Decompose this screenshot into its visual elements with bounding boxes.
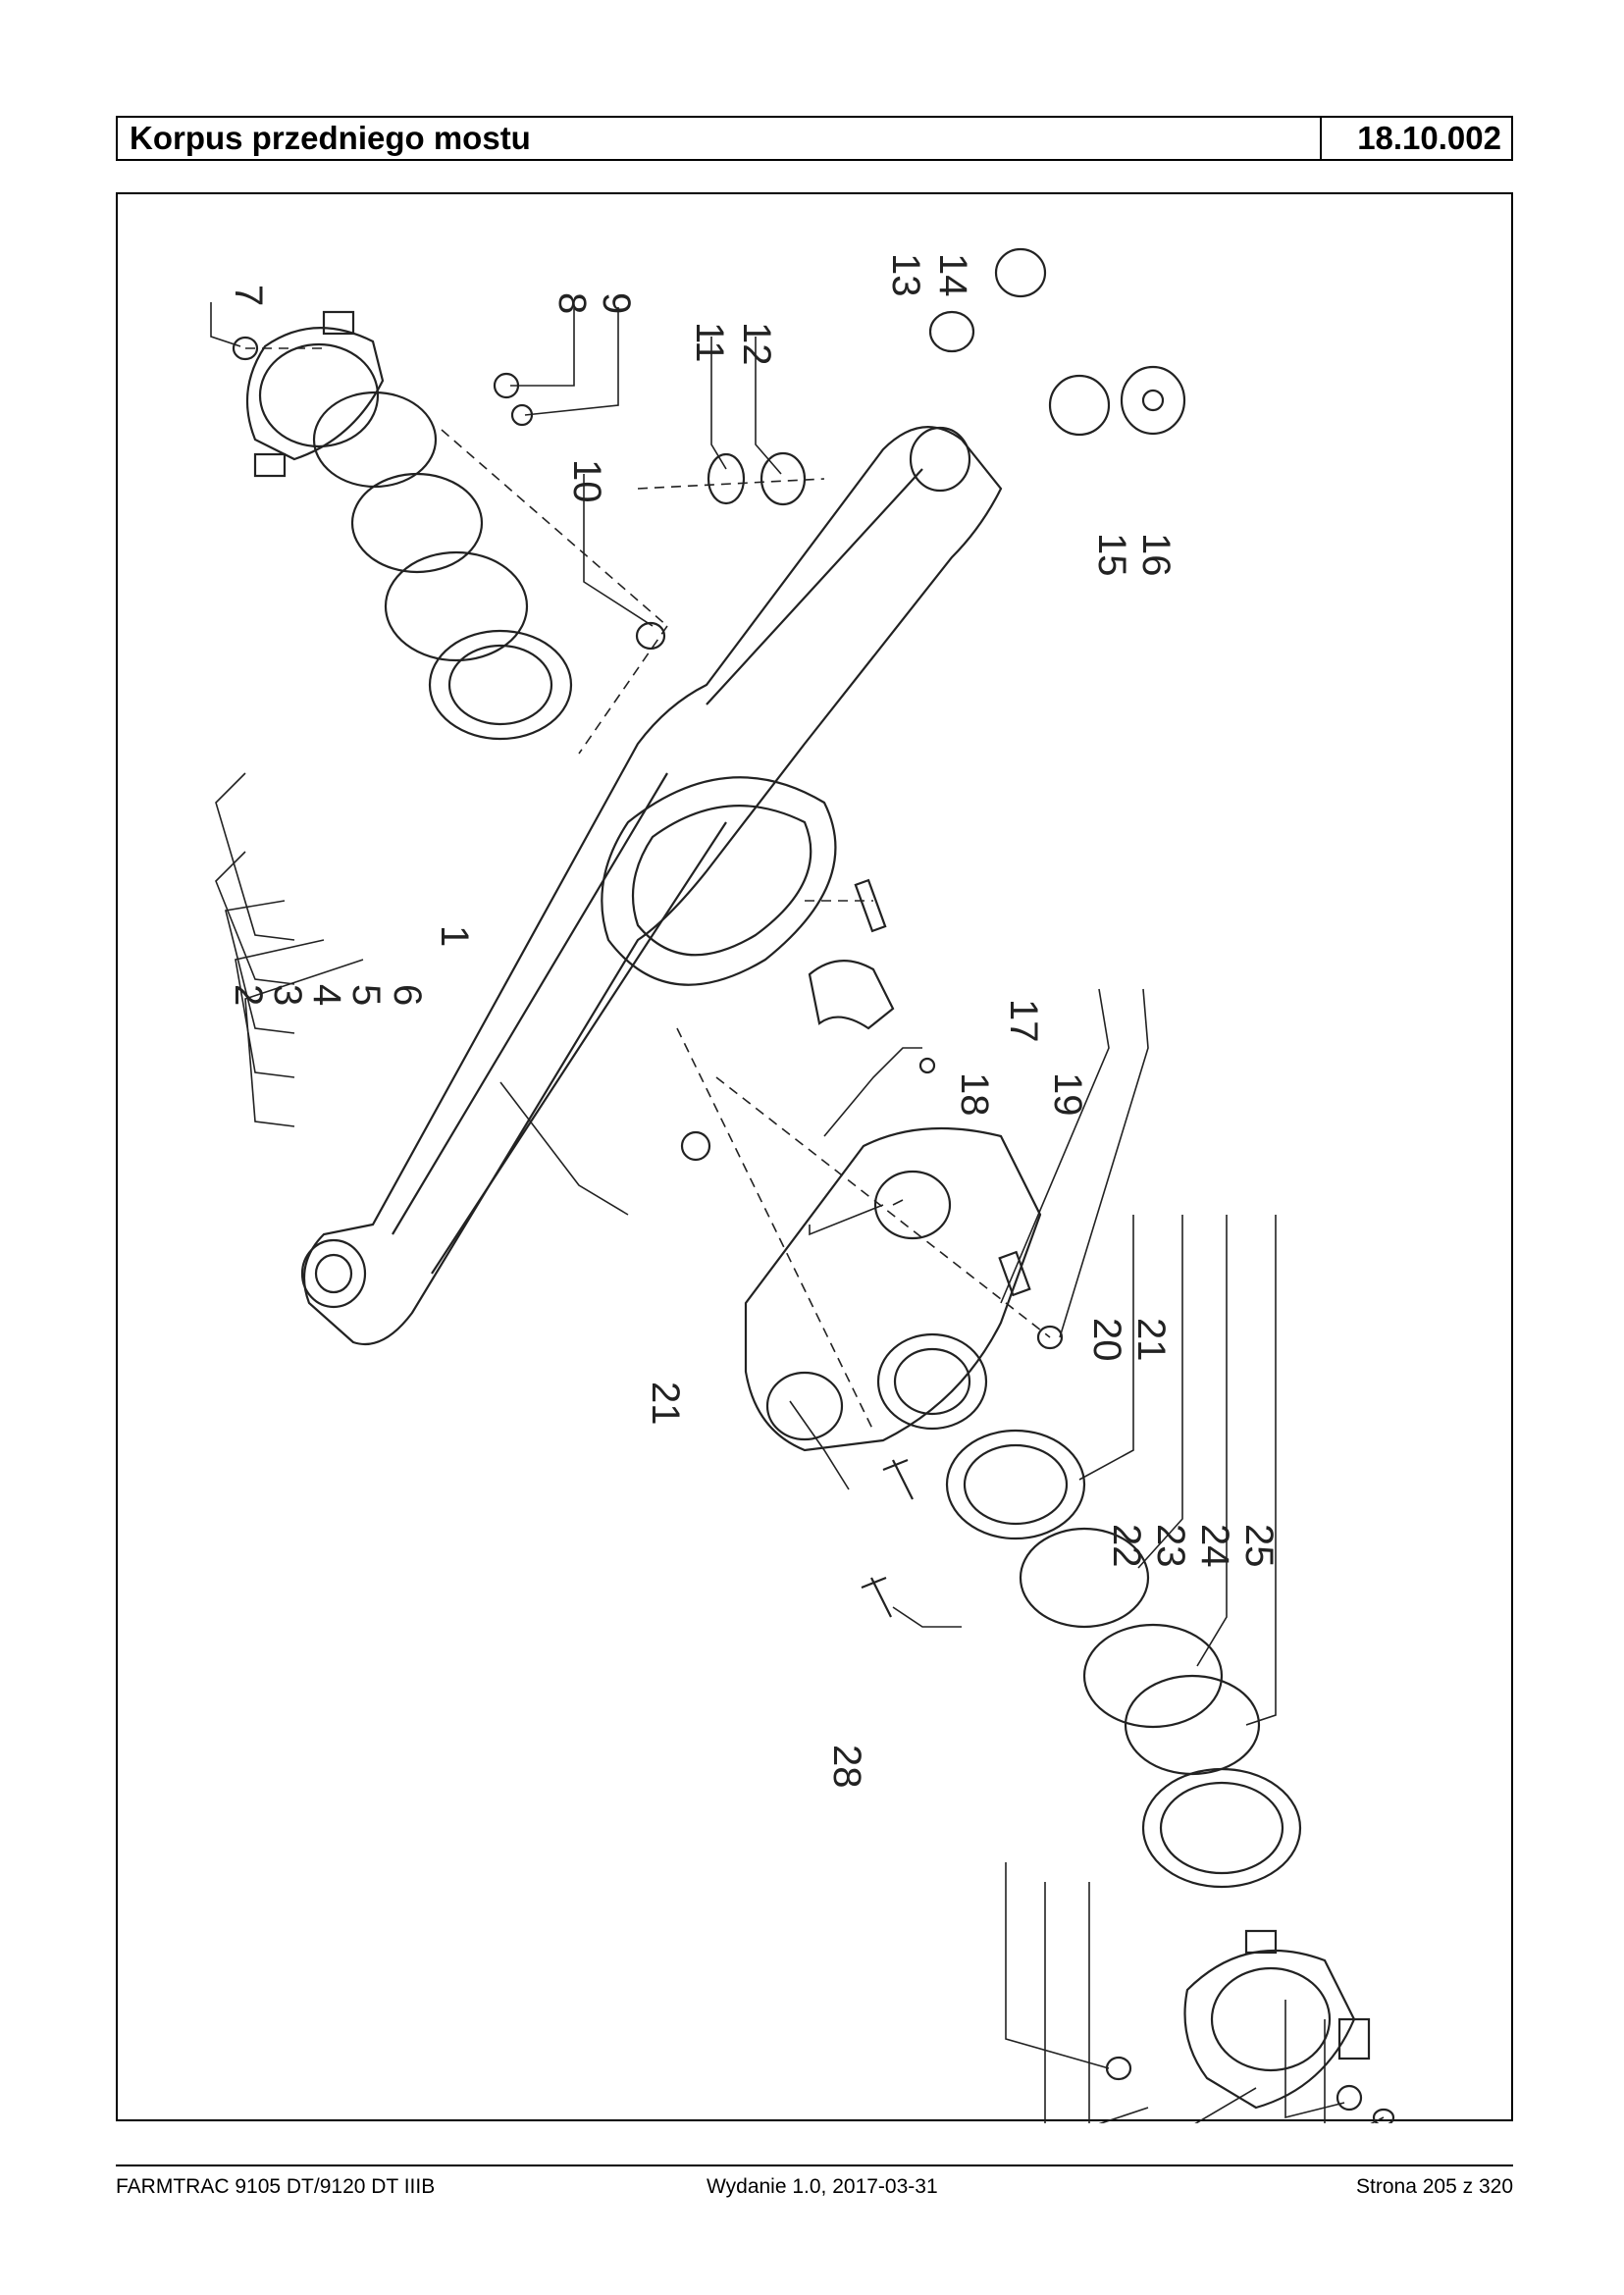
callout-17: 17 (1002, 999, 1045, 1043)
callout-11: 11 (688, 322, 731, 363)
assembly-lines (245, 347, 1051, 1432)
leader-lines (210, 302, 1385, 2123)
callout-20: 20 (1085, 1318, 1128, 1362)
callout-19: 19 (1046, 1072, 1089, 1117)
callout-18: 18 (953, 1072, 996, 1117)
callout-5: 5 (344, 984, 388, 1006)
exploded-diagram: 7 8 9 10 11 12 13 14 15 16 2 3 4 5 6 1 1… (210, 247, 1395, 2123)
callout-14: 14 (931, 253, 974, 297)
callout-10: 10 (565, 459, 608, 503)
page-title: Korpus przedniego mostu (130, 120, 531, 156)
footer-page: Strona 205 z 320 (1356, 2175, 1513, 2198)
exploded-diagram-frame: 7 8 9 10 11 12 13 14 15 16 2 3 4 5 6 1 1… (116, 192, 1513, 2123)
callout-28: 28 (825, 1745, 868, 1789)
diagram-parts (232, 247, 1395, 2123)
callout-6: 6 (386, 984, 429, 1006)
callout-24: 24 (1193, 1524, 1236, 1568)
footer-model: FARMTRAC 9105 DT/9120 DT IIIB (116, 2175, 436, 2198)
callout-7-top: 7 (227, 285, 270, 306)
callout-9-top: 9 (595, 292, 638, 314)
footer-rule (116, 2165, 1513, 2166)
callout-23: 23 (1149, 1524, 1192, 1568)
callout-22: 22 (1105, 1524, 1148, 1568)
page-header: Korpus przedniego mostu 18.10.002 (116, 116, 1513, 161)
callout-16: 16 (1134, 533, 1178, 577)
callout-2: 2 (227, 984, 270, 1006)
callout-12: 12 (735, 322, 778, 366)
callout-1: 1 (433, 925, 476, 947)
callout-3: 3 (266, 984, 309, 1006)
callout-13: 13 (884, 253, 927, 297)
callout-15: 15 (1090, 533, 1133, 577)
callout-25: 25 (1237, 1524, 1281, 1568)
callout-4: 4 (305, 984, 348, 1006)
callout-21-right: 21 (1129, 1318, 1173, 1362)
callout-8-top: 8 (550, 292, 594, 314)
section-code: 18.10.002 (1320, 118, 1511, 159)
callout-labels: 7 8 9 10 11 12 13 14 15 16 2 3 4 5 6 1 1… (227, 253, 1281, 1789)
footer-edition: Wydanie 1.0, 2017-03-31 (707, 2175, 938, 2198)
callout-21-left: 21 (644, 1382, 687, 1426)
